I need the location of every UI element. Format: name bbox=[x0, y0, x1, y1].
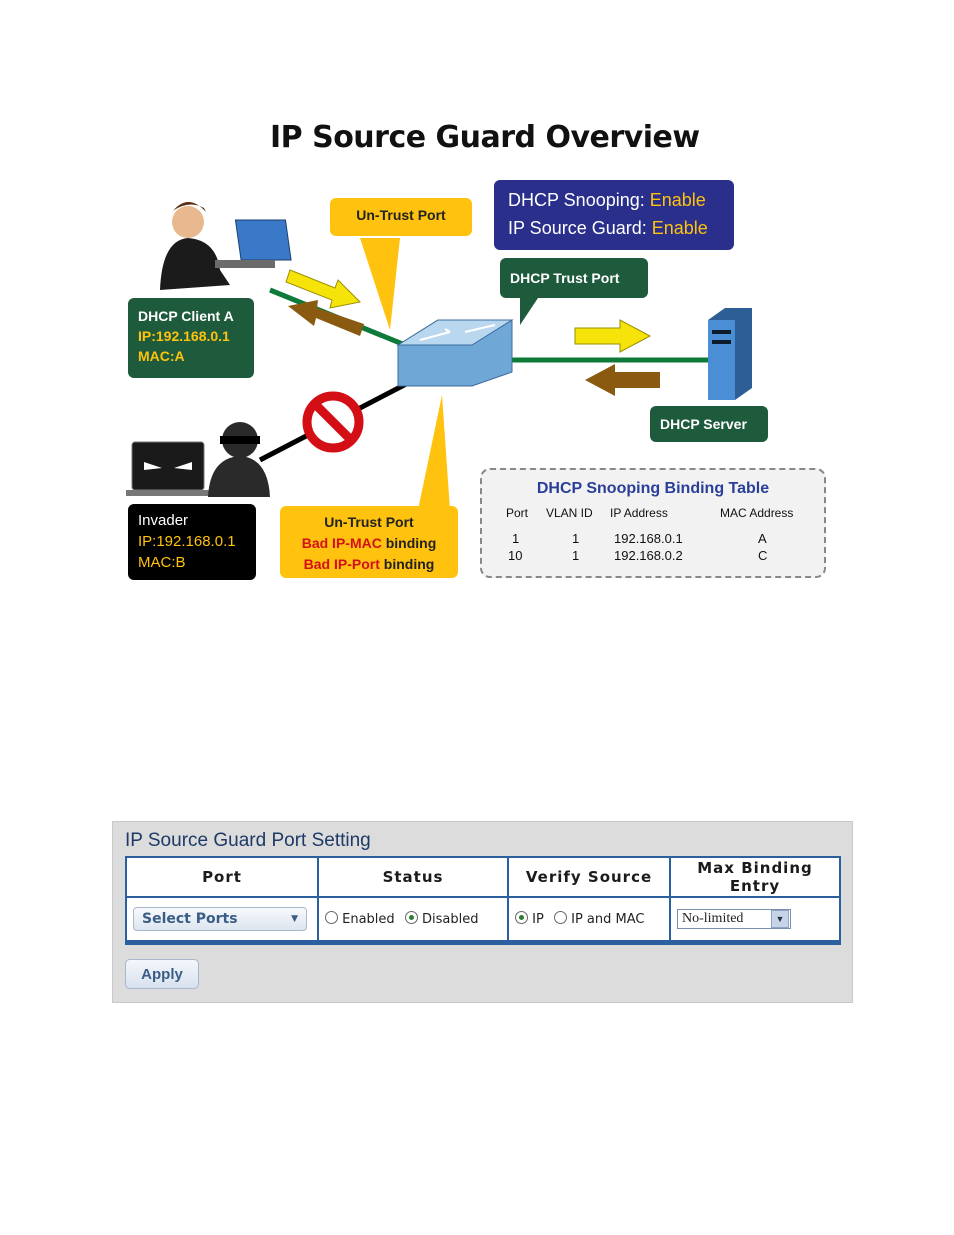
binding-table-title: DHCP Snooping Binding Table bbox=[536, 480, 770, 497]
arrow-from-server-icon bbox=[585, 364, 660, 396]
ipsg-value: Enable bbox=[651, 218, 708, 238]
column-header-port: Port bbox=[126, 857, 319, 898]
verify-ip-and-mac-radio[interactable]: IP and MAC bbox=[553, 911, 644, 927]
client-mac: MAC:A bbox=[138, 348, 185, 364]
client-ip: IP:192.168.0.1 bbox=[138, 328, 230, 344]
trust-port-pointer bbox=[520, 295, 540, 325]
ipsg-label: IP Source Guard: bbox=[508, 218, 652, 238]
dhcp-snooping-value: Enable bbox=[649, 190, 706, 210]
binding-table-grid: Port VLAN ID IP Address MAC Address 1 1 … bbox=[506, 506, 810, 565]
table-row: Select Ports ▼ Enabled Disabled IP IP an… bbox=[126, 897, 840, 943]
server-icon bbox=[708, 308, 752, 400]
max-binding-entry-select[interactable]: No-limited ▼ bbox=[677, 909, 791, 929]
invader-ip: IP:192.168.0.1 bbox=[138, 533, 236, 550]
status-box: DHCP Snooping: Enable IP Source Guard: E… bbox=[494, 180, 734, 250]
chevron-down-icon: ▼ bbox=[291, 914, 298, 924]
diagram-graphics bbox=[126, 202, 752, 510]
max-binding-cell: No-limited ▼ bbox=[670, 897, 840, 943]
max-binding-value: No-limited bbox=[682, 911, 744, 926]
radio-selected-icon bbox=[404, 911, 418, 924]
untrust-top-pointer bbox=[360, 238, 400, 330]
invader-box: Invader IP:192.168.0.1 MAC:B bbox=[128, 504, 256, 580]
column-header-verify-source: Verify Source bbox=[508, 857, 671, 898]
table-row: 1 1 192.168.0.1 A bbox=[512, 531, 767, 546]
client-name: DHCP Client A bbox=[138, 308, 234, 324]
binding-table-header: Port VLAN ID IP Address MAC Address bbox=[506, 506, 794, 520]
untrust-bottom-pointer bbox=[418, 395, 450, 510]
radio-icon bbox=[553, 911, 567, 924]
dhcp-snooping-label: DHCP Snooping: bbox=[508, 190, 650, 210]
overview-title: IP Source Guard Overview bbox=[270, 120, 700, 155]
dhcp-snooping-status: DHCP Snooping: Enable bbox=[508, 186, 720, 214]
invader-name: Invader bbox=[138, 512, 189, 529]
arrow-to-switch-icon bbox=[285, 269, 362, 309]
binding-table: DHCP Snooping Binding Table Port VLAN ID… bbox=[480, 468, 826, 578]
chevron-down-icon: ▼ bbox=[771, 910, 789, 928]
bad-ip-port-line: Bad IP-Port binding bbox=[303, 556, 435, 572]
radio-selected-icon bbox=[515, 911, 528, 924]
select-ports-label: Select Ports bbox=[142, 911, 238, 927]
untrust-port-bottom-box: Un-Trust Port Bad IP-MAC binding Bad IP-… bbox=[280, 506, 458, 578]
client-person-icon bbox=[160, 202, 292, 290]
verify-source-cell: IP IP and MAC bbox=[508, 897, 671, 943]
dhcp-trust-port-label: DHCP Trust Port bbox=[500, 258, 648, 298]
table-row: 10 1 192.168.0.2 C bbox=[508, 548, 768, 563]
ip-source-guard-port-setting-panel: IP Source Guard Port Setting Port Status… bbox=[112, 821, 853, 1003]
invader-laptop-icon bbox=[126, 441, 210, 496]
select-ports-dropdown[interactable]: Select Ports ▼ bbox=[133, 907, 307, 931]
bad-ip-mac-line: Bad IP-MAC binding bbox=[301, 535, 437, 551]
invader-person-icon bbox=[208, 422, 270, 497]
port-cell: Select Ports ▼ bbox=[126, 897, 319, 943]
panel-title: IP Source Guard Port Setting bbox=[125, 830, 371, 851]
radio-icon bbox=[325, 911, 338, 924]
untrust-bottom-title: Un-Trust Port bbox=[324, 514, 414, 530]
apply-button[interactable]: Apply bbox=[125, 959, 199, 989]
status-cell: Enabled Disabled bbox=[318, 897, 509, 943]
dhcp-server-label: DHCP Server bbox=[650, 406, 768, 442]
verify-ip-radio[interactable]: IP bbox=[515, 911, 544, 927]
status-disabled-radio[interactable]: Disabled bbox=[404, 911, 478, 927]
column-header-max-binding-entry: Max Binding Entry bbox=[670, 857, 840, 898]
invader-mac: MAC:B bbox=[138, 554, 186, 571]
ip-source-guard-overview-diagram: IP Source Guard Overview Un-Trust Port D… bbox=[120, 110, 840, 590]
status-enabled-radio[interactable]: Enabled bbox=[325, 911, 395, 927]
untrust-port-top-label: Un-Trust Port bbox=[330, 198, 472, 236]
arrow-to-server-icon bbox=[574, 319, 652, 353]
port-setting-table: Port Status Verify Source Max Binding En… bbox=[125, 856, 841, 945]
forbidden-icon bbox=[302, 391, 364, 453]
arrow-from-switch-icon bbox=[288, 300, 364, 336]
ip-source-guard-status: IP Source Guard: Enable bbox=[508, 214, 720, 242]
column-header-status: Status bbox=[318, 857, 509, 898]
table-header-row: Port Status Verify Source Max Binding En… bbox=[126, 857, 840, 898]
dhcp-client-box: DHCP Client A IP:192.168.0.1 MAC:A bbox=[128, 298, 254, 378]
